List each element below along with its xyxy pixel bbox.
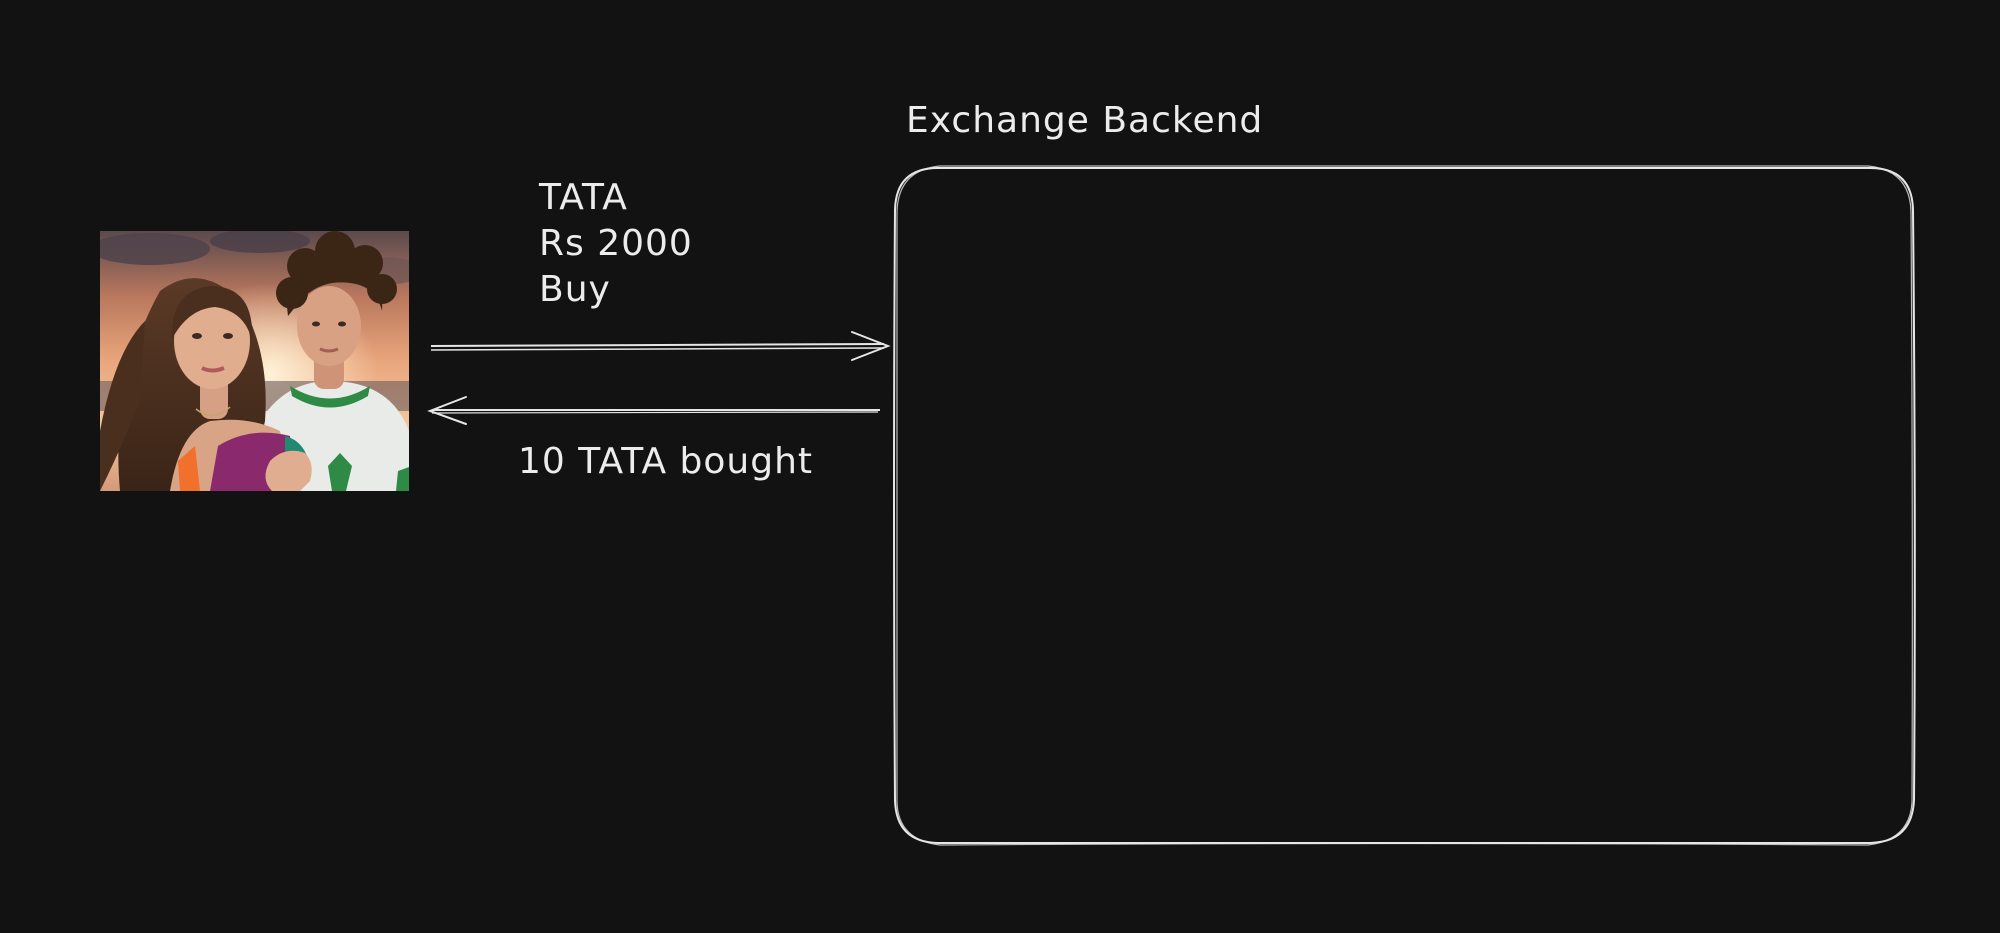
exchange-backend-box <box>893 166 1916 845</box>
order-response-label: 10 TATA bought <box>518 441 814 482</box>
response-arrow <box>427 396 880 425</box>
request-arrow <box>430 331 891 361</box>
order-side-text: Buy <box>539 269 611 310</box>
order-price-text: Rs 2000 <box>539 223 693 264</box>
order-request-label: TATA Rs 2000 Buy <box>539 175 693 313</box>
user-photo <box>100 231 409 491</box>
exchange-backend-title: Exchange Backend <box>906 100 1264 141</box>
order-stock-text: TATA <box>539 177 628 218</box>
